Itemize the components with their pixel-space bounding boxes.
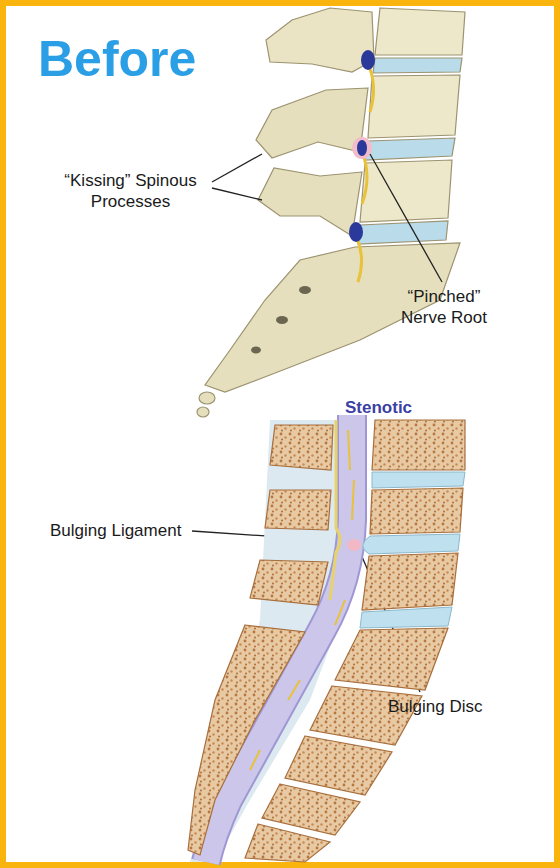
- part-label: “Pinched” Nerve Root: [392, 286, 496, 329]
- lateral-spine: [197, 8, 465, 417]
- section-heading: Stenotic: [345, 397, 412, 418]
- nerve-roots: [349, 50, 375, 282]
- part-label: Bulging Ligament: [50, 520, 181, 541]
- frame: [3, 3, 557, 865]
- sagittal-spine: [188, 415, 465, 862]
- part-label: “Kissing” Spinous Processes: [48, 170, 213, 213]
- part-label: Bulging Disc: [388, 696, 483, 717]
- title: Before: [38, 28, 196, 91]
